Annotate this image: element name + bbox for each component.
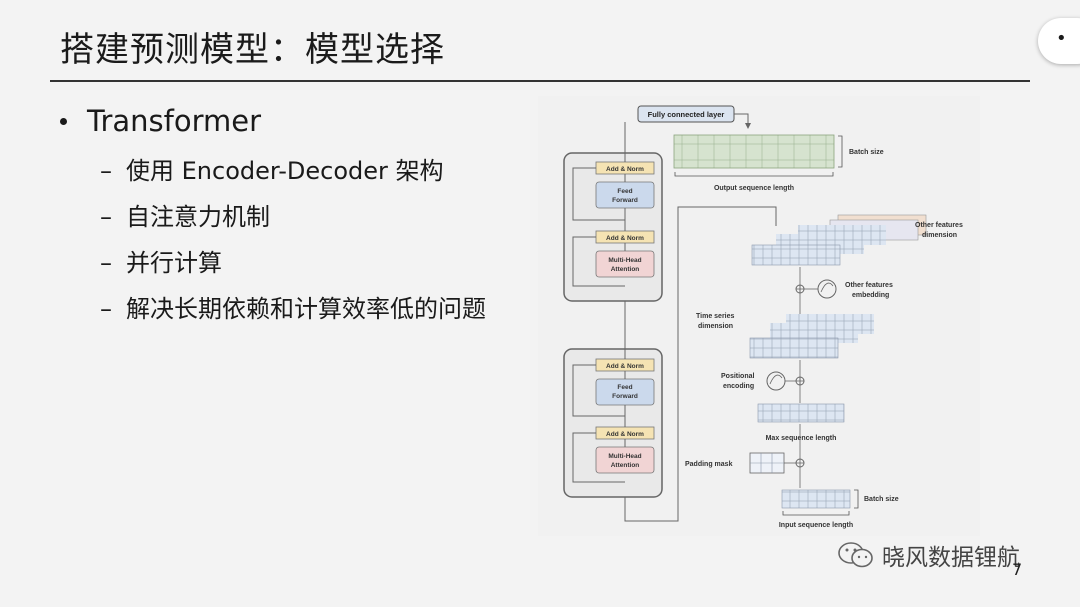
sub-bullet-text: 自注意力机制: [126, 203, 270, 231]
input-seq-label: Input sequence length: [779, 522, 853, 529]
multi-head-label: Attention: [611, 266, 640, 273]
feature-embedding-stack: [751, 214, 927, 266]
max-seq-label: Max sequence length: [766, 435, 837, 442]
padding-mask-label: Padding mask: [685, 461, 733, 468]
corner-menu-button[interactable]: •: [1038, 18, 1080, 64]
batch-size-top: Batch size: [849, 149, 884, 156]
sub-bullet: –使用 Encoder-Decoder 架构: [100, 157, 444, 185]
feed-forward-label: Forward: [612, 393, 638, 400]
add-norm-label: Add & Norm: [606, 166, 644, 173]
decoder-block: [563, 152, 663, 302]
time-series-stack: [749, 314, 874, 359]
main-bullet-text: Transformer: [87, 104, 262, 138]
bullet-list: Transformer –使用 Encoder-Decoder 架构 –自注意力…: [58, 104, 486, 332]
output-seq-label: Output sequence length: [714, 185, 794, 192]
embedding-label: Other features: [845, 282, 893, 289]
feed-forward-label: Feed: [617, 384, 632, 391]
positional-label: Positional: [721, 373, 755, 380]
fully-connected-label: Fully connected layer: [648, 110, 725, 119]
time-series-label: Time series: [696, 313, 735, 320]
page-number: 7: [1012, 560, 1023, 579]
dot-icon: •: [1056, 28, 1067, 49]
add-norm-label: Add & Norm: [606, 431, 644, 438]
feed-forward-label: Feed: [617, 188, 632, 195]
wechat-icon: [838, 542, 873, 568]
sub-bullet-text: 解决长期依赖和计算效率低的问题: [126, 295, 486, 323]
sub-bullet: –自注意力机制: [100, 203, 270, 231]
multi-head-label: Multi-Head: [608, 453, 641, 460]
other-features-label: dimension: [922, 232, 957, 239]
positional-label: encoding: [723, 383, 754, 390]
sub-bullet-text: 使用 Encoder-Decoder 架构: [126, 157, 444, 185]
watermark: 晓风数据锂航: [836, 538, 1020, 572]
multi-head-label: Multi-Head: [608, 257, 641, 264]
sub-bullet-text: 并行计算: [126, 249, 222, 277]
multi-head-label: Attention: [611, 462, 640, 469]
main-bullet: Transformer: [58, 104, 486, 138]
title-divider: [50, 80, 1030, 82]
time-series-label: dimension: [698, 323, 733, 330]
batch-size-bottom: Batch size: [864, 496, 899, 503]
add-norm-label: Add & Norm: [606, 235, 644, 242]
watermark-text: 晓风数据锂航: [882, 545, 1020, 571]
sub-bullet-list: –使用 Encoder-Decoder 架构 –自注意力机制 –并行计算 –解决…: [100, 148, 486, 332]
slide-title: 搭建预测模型：模型选择: [60, 30, 445, 70]
other-features-label: Other features: [915, 222, 963, 229]
sub-bullet: –解决长期依赖和计算效率低的问题: [100, 295, 486, 323]
add-norm-label: Add & Norm: [606, 363, 644, 370]
embedding-label: embedding: [852, 292, 889, 299]
sub-bullet: –并行计算: [100, 249, 222, 277]
bullet-dot-icon: [60, 117, 67, 125]
transformer-diagram: Fully connected layer Batch size Output …: [538, 96, 980, 536]
feed-forward-label: Forward: [612, 197, 638, 204]
